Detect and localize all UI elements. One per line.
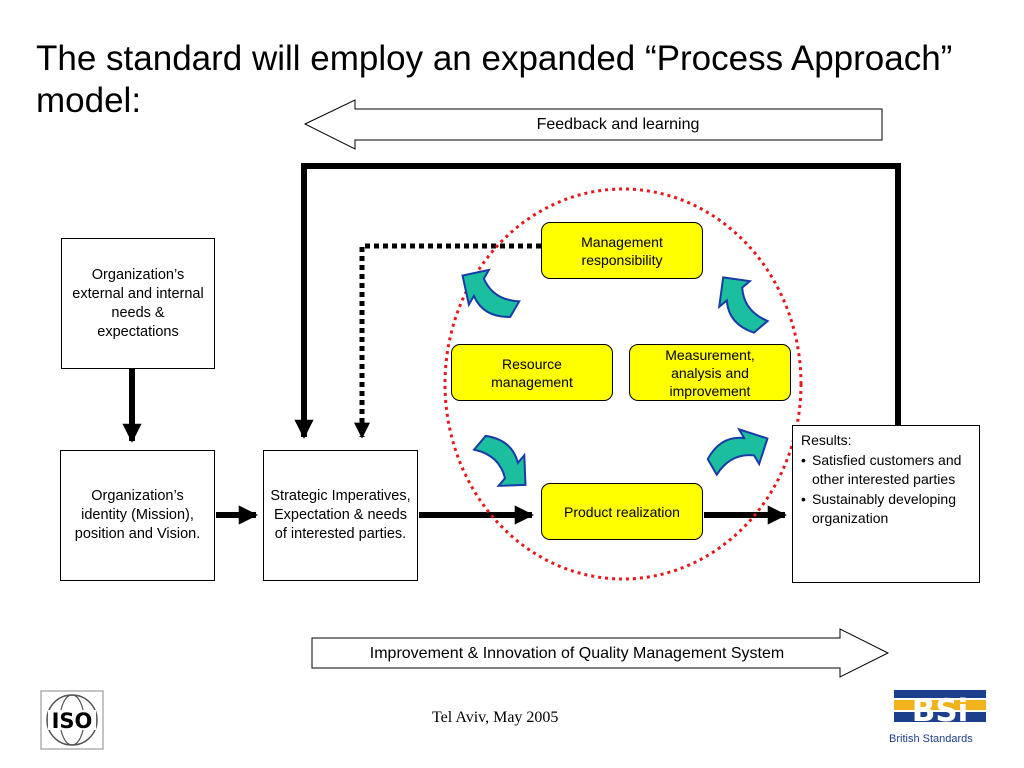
resource-management-box: Resource management xyxy=(451,344,613,401)
results-item: Satisfied customers and other interested… xyxy=(801,451,971,490)
improvement-arrow xyxy=(311,628,890,678)
cycle-arrow-management-to-resource xyxy=(461,268,521,318)
results-list: Satisfied customers and other interested… xyxy=(801,451,971,529)
feedback-loop-line xyxy=(294,163,901,439)
bsi-logo-text: BSi xyxy=(912,693,969,729)
improvement-label: Improvement & Innovation of Quality Mana… xyxy=(369,644,785,662)
bsi-caption: British Standards xyxy=(889,733,973,745)
external-needs-box: Organization’s external and internal nee… xyxy=(61,238,215,369)
identity-box: Organization’s identity (Mission), posit… xyxy=(60,450,215,581)
bsi-logo: BSi xyxy=(890,688,990,739)
iso-logo-text: ISO xyxy=(52,709,93,733)
cycle-arrow-product-to-measurement xyxy=(706,427,769,477)
process-cycle-circle xyxy=(443,187,803,581)
management-dotted-link xyxy=(353,243,541,439)
iso-logo: ISO xyxy=(40,690,104,755)
results-heading: Results: xyxy=(801,432,852,448)
cycle-arrow-measurement-to-management xyxy=(717,276,770,334)
cycle-arrow-resource-to-product xyxy=(472,434,527,487)
footer-text: Tel Aviv, May 2005 xyxy=(432,709,559,726)
measurement-box: Measurement, analysis and improvement xyxy=(629,344,791,401)
results-item: Sustainably developing organization xyxy=(801,490,971,529)
product-realization-box: Product realization xyxy=(541,483,703,540)
feedback-arrow xyxy=(303,99,883,150)
results-box: Results: Satisfied customers and other i… xyxy=(792,425,980,583)
management-responsibility-box: Management responsibility xyxy=(541,222,703,279)
slide-title: The standard will employ an expanded “Pr… xyxy=(36,39,953,120)
strategic-box: Strategic Imperatives, Expectation & nee… xyxy=(263,450,418,581)
feedback-label: Feedback and learning xyxy=(536,116,700,133)
